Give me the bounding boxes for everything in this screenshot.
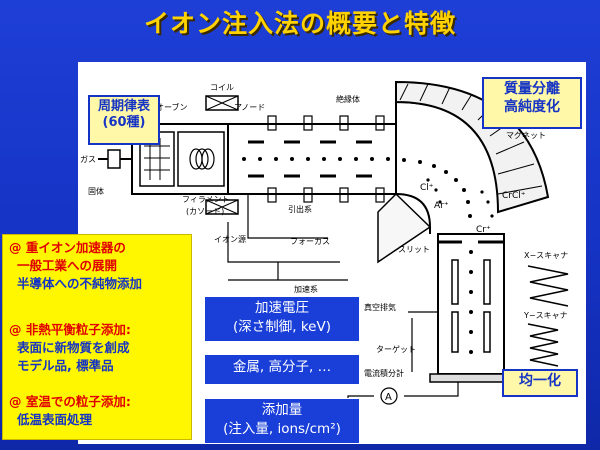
mass-separation-line-1: 質量分離 — [504, 81, 560, 97]
x-scanner-wave — [527, 265, 569, 307]
label-ion-cr: Cr⁺ — [476, 225, 491, 235]
label-ion-ar: Ar⁺ — [434, 201, 449, 211]
insulator-array-bottom — [267, 187, 385, 203]
page-title: イオン注入法の概要と特徴 — [143, 9, 456, 38]
ammeter-circle — [380, 387, 398, 405]
label-extraction: 引出系 — [288, 204, 312, 214]
note-nonequilibrium-line-1: 表面に新物質を創成 — [17, 340, 130, 355]
gas-valve — [107, 149, 121, 169]
uniformity-label: 均一化 — [502, 369, 578, 397]
note-heavy-ion-line-1: 一般工業への展開 — [17, 258, 118, 273]
label-solid: 固体 — [88, 186, 104, 196]
note-nonequilibrium: @ 非熱平衡粒子添加: 表面に新物質を創成 モデル品, 標準品 — [9, 321, 131, 375]
label-coil: コイル — [210, 83, 234, 92]
insulator-array-top — [267, 115, 385, 131]
accel-voltage-line-2: (深さ制御, keV) — [233, 319, 331, 335]
periodic-table-line-2: (60種) — [102, 115, 146, 131]
ammeter-label: A — [385, 392, 392, 403]
mass-separation-label: 質量分離 高純度化 — [482, 77, 582, 129]
coil-bottom-x2 — [205, 199, 239, 215]
coil-top-x2 — [205, 95, 239, 111]
x-scan-plate-left — [451, 259, 459, 305]
y-scan-plate-right — [483, 311, 491, 353]
note-nonequilibrium-line-2: モデル品, 標準品 — [17, 358, 114, 373]
label-gas: ガス — [80, 154, 96, 164]
materials-box: 金属, 高分子, … — [204, 354, 360, 385]
dose-box: 添加量 (注入量, ions/cm²) — [204, 398, 360, 444]
label-cathode: (カソード) — [186, 207, 224, 216]
label-anode: アノード — [234, 103, 265, 112]
note-room-temp-heading: @ 室温での粒子添加: — [9, 394, 131, 409]
diagram-svg: A — [80, 80, 569, 421]
label-magnet: マグネット — [506, 130, 546, 140]
label-ion-crcl: CrCl⁺ — [502, 191, 526, 201]
label-filament: フィラメント — [182, 195, 230, 204]
filament-coil-3 — [201, 148, 215, 170]
target-plate — [429, 373, 513, 383]
accel-voltage-line-1: 加速電圧 — [255, 300, 309, 316]
dose-line-2: (注入量, ions/cm²) — [223, 421, 341, 437]
anode-chamber — [177, 131, 225, 187]
y-scanner-wave — [527, 323, 559, 367]
ion-beam-dots — [242, 157, 494, 354]
label-vacuum: 真空排気 — [364, 302, 396, 312]
label-current-integrator: 電流積分計 — [364, 368, 404, 378]
label-accel: 加速系 — [294, 284, 318, 294]
label-x-scanner: X−スキャナ — [524, 251, 568, 260]
power-supply-wires — [227, 194, 348, 281]
periodic-table-label: 周期律表 (60種) — [88, 95, 160, 145]
mass-separation-line-2: 高純度化 — [504, 98, 560, 115]
note-heavy-ion-heading: @ 重イオン加速器の — [9, 240, 126, 255]
label-ion-cl: Cl⁺ — [420, 183, 434, 193]
magnet-lower-block — [377, 192, 432, 264]
label-target: ターゲット — [376, 344, 416, 354]
filament-coil-2 — [195, 148, 209, 170]
oven-grid — [144, 138, 170, 180]
label-ion-source: イオン源 — [214, 235, 246, 244]
note-room-temp: @ 室温での粒子添加: 低温表面処理 — [9, 393, 131, 429]
x-scan-plate-right — [483, 259, 491, 305]
periodic-table-line-1: 周期律表 — [97, 99, 150, 114]
accel-voltage-box: 加速電圧 (深さ制御, keV) — [204, 296, 360, 342]
label-y-scanner: Y−スキャナ — [523, 311, 568, 320]
note-heavy-ion: @ 重イオン加速器の 一般工業への展開 半導体への不純物添加 — [9, 239, 142, 293]
dose-line-1: 添加量 — [261, 402, 303, 418]
coil-top — [205, 95, 239, 111]
label-oven: オーブン — [156, 102, 188, 112]
coil-bottom — [205, 199, 239, 215]
note-nonequilibrium-heading: @ 非熱平衡粒子添加: — [9, 322, 131, 337]
label-focus: フォーカス — [290, 237, 330, 246]
magnet-body — [395, 80, 550, 214]
integrator-wire — [347, 382, 459, 412]
note-room-temp-line-1: 低温表面処理 — [17, 412, 93, 427]
note-heavy-ion-line-2: 半導体への不純物添加 — [17, 276, 143, 291]
label-slit: スリット — [398, 245, 430, 254]
features-notes-panel: @ 重イオン加速器の 一般工業への展開 半導体への不純物添加 @ 非熱平衡粒子添… — [2, 234, 192, 440]
label-insulator: 絶縁体 — [336, 94, 360, 104]
y-scan-plate-left — [451, 311, 459, 353]
